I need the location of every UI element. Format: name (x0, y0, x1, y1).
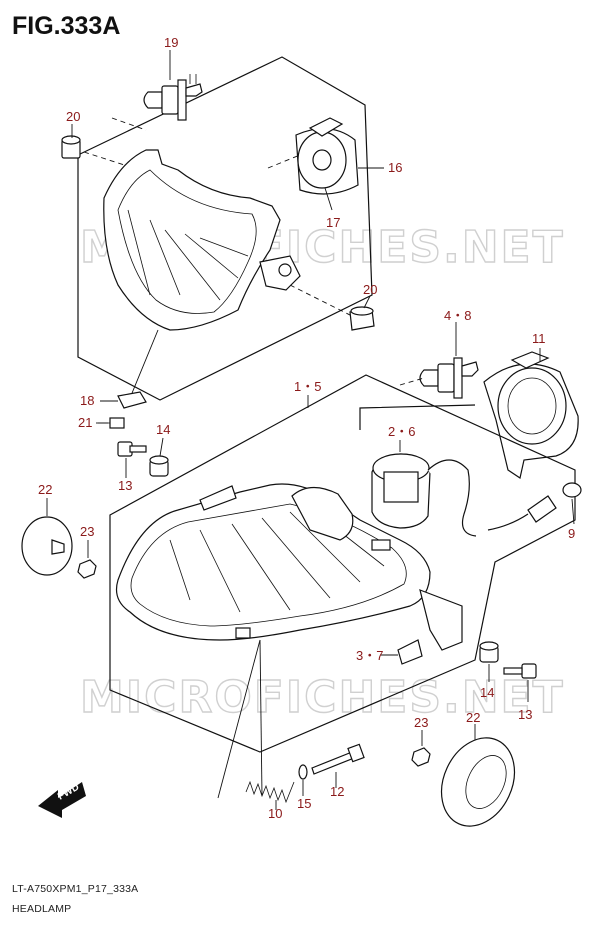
callout-16[interactable]: 16 (388, 160, 402, 175)
callout-23-left[interactable]: 23 (80, 524, 94, 539)
callout-20-right[interactable]: 20 (363, 282, 377, 297)
callout-20-upper[interactable]: 20 (66, 109, 80, 124)
callout-2-6[interactable]: 2・6 (388, 424, 415, 439)
callout-22-right[interactable]: 22 (466, 710, 480, 725)
figure-code: LT-A750XPM1_P17_333A (12, 883, 138, 895)
callout-12[interactable]: 12 (330, 784, 344, 799)
bolt-13-right[interactable] (503, 663, 537, 679)
grommet-14-right[interactable] (479, 641, 499, 663)
nut-23-left[interactable] (77, 559, 97, 579)
bolt-13-left[interactable] (117, 441, 147, 457)
callout-9[interactable]: 9 (568, 526, 575, 541)
watermark-lower: MICROFICHES.NET (80, 672, 565, 723)
clip-18[interactable] (117, 391, 147, 409)
spring-10[interactable] (245, 780, 295, 804)
callout-14-left[interactable]: 14 (156, 422, 170, 437)
callout-22-left[interactable]: 22 (38, 482, 52, 497)
upper-assembly-frame (77, 56, 373, 401)
nut-23-right[interactable] (411, 747, 431, 767)
callout-23-right[interactable]: 23 (414, 715, 428, 730)
screw-12[interactable] (311, 743, 365, 775)
nut-20-upper[interactable] (61, 135, 81, 159)
bulb-19[interactable] (143, 74, 203, 121)
socket-cover-11[interactable] (483, 351, 579, 479)
callout-18[interactable]: 18 (80, 393, 94, 408)
socket-cover-17[interactable] (295, 117, 359, 195)
figure-name: HEADLAMP (12, 903, 71, 915)
callout-17[interactable]: 17 (326, 215, 340, 230)
grommet-14-left[interactable] (149, 455, 169, 477)
callout-21[interactable]: 21 (78, 415, 92, 430)
callout-15[interactable]: 15 (297, 796, 311, 811)
callout-19[interactable]: 19 (164, 35, 178, 50)
reflector-22-right[interactable] (428, 726, 529, 838)
main-headlamp-assembly[interactable] (115, 483, 463, 651)
upper-headlamp-body[interactable] (103, 149, 301, 399)
figure-title: FIG.333A (12, 12, 120, 40)
callout-10[interactable]: 10 (268, 806, 282, 821)
bulb-4-8[interactable] (419, 357, 479, 399)
callout-13-right[interactable]: 13 (518, 707, 532, 722)
callout-3-7[interactable]: 3・7 (356, 648, 383, 663)
socket-harness-2-6[interactable] (371, 453, 582, 537)
reflector-22-left[interactable] (21, 516, 73, 576)
nut-20-right[interactable] (349, 306, 375, 331)
fwd-direction-arrow-icon (38, 782, 86, 818)
washer-15[interactable] (298, 764, 308, 780)
sub-frame (359, 404, 476, 430)
callout-4-8[interactable]: 4・8 (444, 308, 471, 323)
callout-1-5[interactable]: 1・5 (294, 379, 321, 394)
callout-13-left[interactable]: 13 (118, 478, 132, 493)
bracket-3-7[interactable] (397, 639, 423, 665)
callout-14-right[interactable]: 14 (480, 685, 494, 700)
callout-11[interactable]: 11 (532, 331, 546, 346)
lower-assembly-frame (109, 374, 576, 753)
